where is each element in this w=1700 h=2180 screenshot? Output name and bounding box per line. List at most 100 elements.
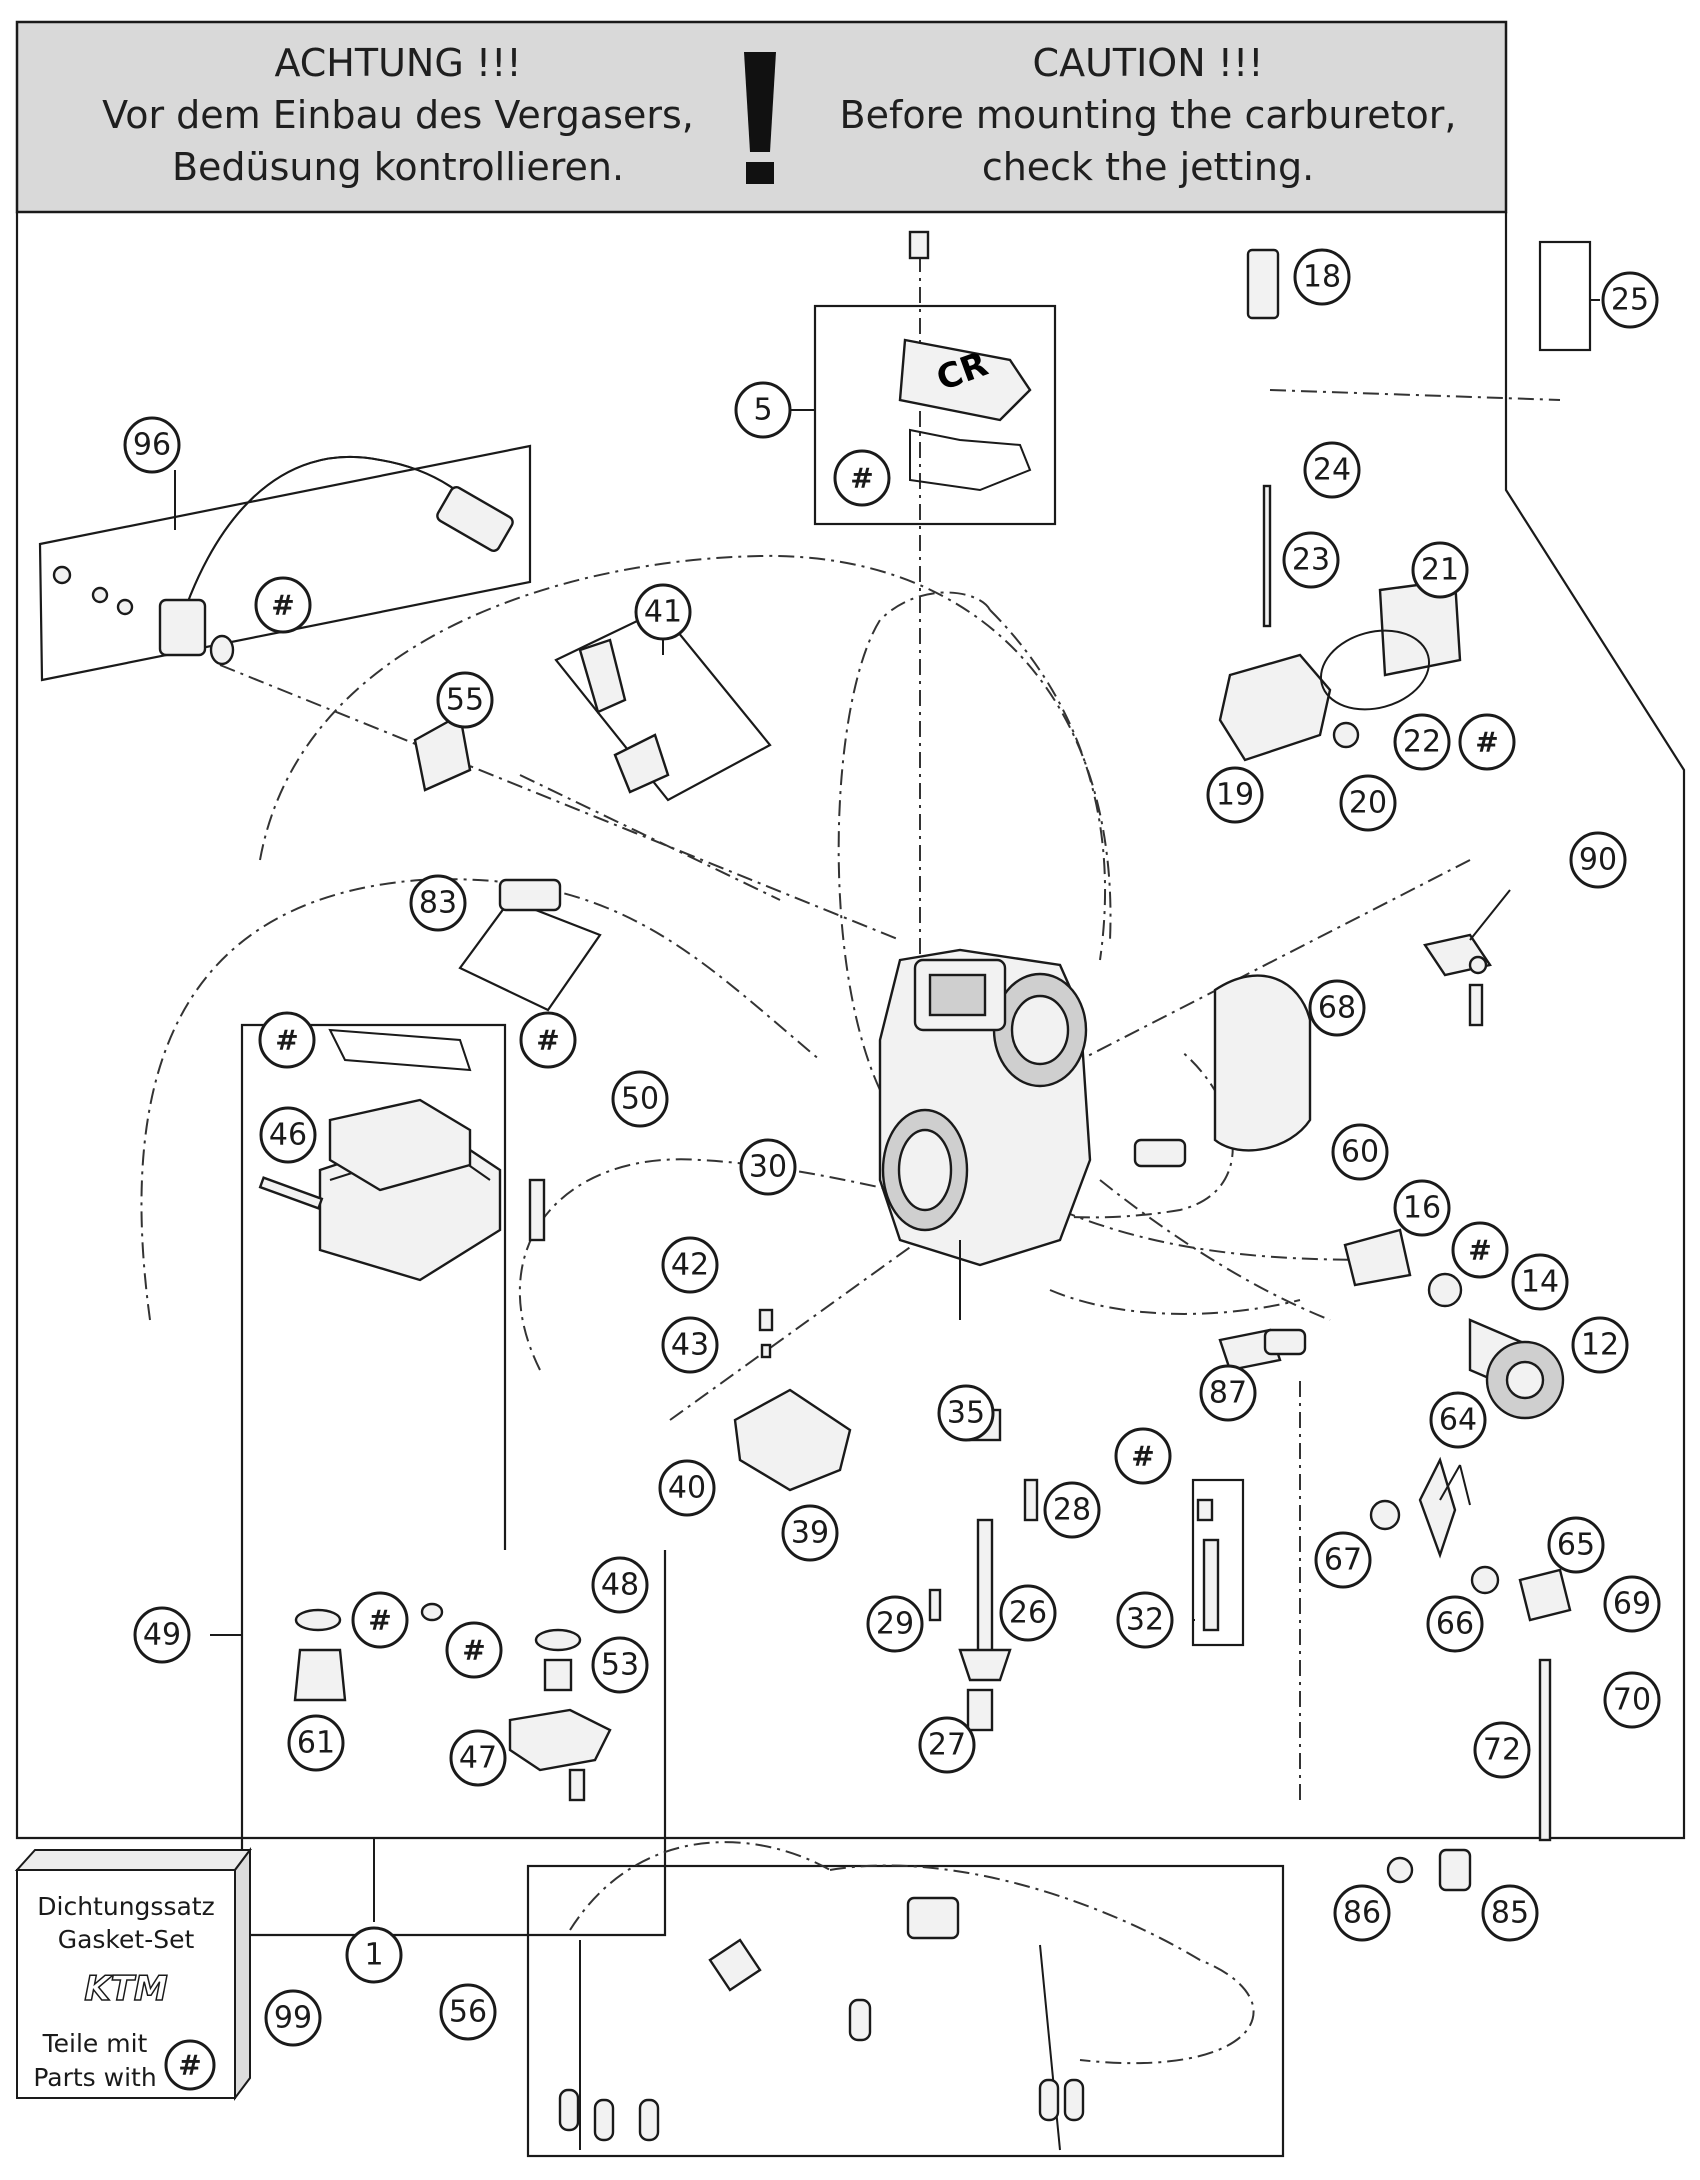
callout-64: 64 [1429,1391,1487,1449]
svg-text:49: 49 [143,1618,181,1653]
svg-text:53: 53 [601,1648,639,1683]
svg-text:40: 40 [668,1471,706,1506]
svg-text:90: 90 [1579,843,1617,878]
group-box-5 [813,304,1057,526]
callout-66: 66 [1426,1595,1484,1653]
svg-text:85: 85 [1491,1896,1529,1931]
svg-text:24: 24 [1313,453,1351,488]
svg-text:#: # [536,1024,559,1057]
svg-text:21: 21 [1421,553,1459,588]
svg-text:#: # [368,1604,391,1637]
svg-text:30: 30 [749,1150,787,1185]
hose-kit-56 [558,1896,1085,2151]
svg-text:23: 23 [1292,543,1330,578]
callout-22: 22 [1393,713,1451,771]
svg-text:22: 22 [1403,725,1441,760]
svg-text:96: 96 [133,428,171,463]
svg-text:32: 32 [1126,1603,1164,1638]
svg-text:29: 29 [876,1607,914,1642]
svg-text:19: 19 [1216,778,1254,813]
callout-5: 5 [734,381,792,439]
svg-text:99: 99 [274,2001,312,2036]
svg-text:72: 72 [1483,1733,1521,1768]
callout-28: 28 [1043,1481,1101,1539]
svg-text:69: 69 [1613,1587,1651,1622]
svg-text:39: 39 [791,1516,829,1551]
caution-german-line1: Vor dem Einbau des Vergasers, [102,93,694,137]
jet-parts [733,1308,1472,1892]
svg-text:18: 18 [1303,260,1341,295]
svg-text:66: 66 [1436,1607,1474,1642]
svg-text:35: 35 [947,1396,985,1431]
callout-72: 72 [1473,1721,1531,1779]
svg-text:47: 47 [459,1741,497,1776]
svg-text:55: 55 [446,683,484,718]
svg-text:64: 64 [1439,1403,1477,1438]
gasket-badge-96: # [254,576,312,634]
callout-65: 65 [1547,1516,1605,1574]
callout-1: 1 [345,1926,403,1984]
svg-text:26: 26 [1009,1596,1047,1631]
assembly-outline [15,212,1686,1840]
gasket-badge-5: # [833,449,891,507]
svg-text:27: 27 [928,1728,966,1763]
svg-text:48: 48 [601,1568,639,1603]
gasket-badge-22: # [1458,713,1516,771]
svg-text:83: 83 [419,886,457,921]
callout-49: 49 [133,1606,191,1664]
callout-19: 19 [1206,766,1264,824]
gasket-badge-61: # [351,1591,409,1649]
gasket-badge-83: # [519,1011,577,1069]
callout-25: 25 [1601,271,1659,329]
callout-96: 96 [123,416,181,474]
kit-label-en: Gasket-Set [58,1925,195,1954]
svg-text:70: 70 [1613,1683,1651,1718]
callout-12: 12 [1571,1316,1629,1374]
callout-32: 32 [1116,1591,1174,1649]
leader-lines [174,299,1600,1636]
caution-german-title: ACHTUNG !!! [274,41,521,85]
callout-39: 39 [781,1504,839,1562]
callout-90: 90 [1569,831,1627,889]
callout-70: 70 [1603,1671,1661,1729]
carburetor-body [878,948,1092,1320]
top-cover-lid: CR [898,230,1032,492]
svg-text:42: 42 [671,1248,709,1283]
callout-41: 41 [634,583,692,641]
svg-text:65: 65 [1557,1528,1595,1563]
svg-text:#: # [271,589,294,622]
callout-87: 87 [1199,1364,1257,1422]
svg-text:#: # [275,1024,298,1057]
callout-48: 48 [591,1556,649,1614]
svg-text:5: 5 [753,393,772,428]
gasket-badge-14: # [1451,1221,1509,1279]
callout-20: 20 [1339,774,1397,832]
callout-14: 14 [1511,1253,1569,1311]
svg-text:87: 87 [1209,1376,1247,1411]
throttle-linkage [1213,933,1572,1842]
callout-83: 83 [409,874,467,932]
float-bowl [258,1028,612,1802]
svg-text:#: # [1131,1440,1154,1473]
svg-text:68: 68 [1318,991,1356,1026]
callout-86: 86 [1333,1884,1391,1942]
callout-40: 40 [658,1459,716,1517]
svg-text:12: 12 [1581,1328,1619,1363]
callout-30: 30 [739,1138,797,1196]
svg-text:#: # [1475,726,1498,759]
group-box-25 [1538,240,1592,352]
callout-26: 26 [999,1584,1057,1642]
callout-53: 53 [591,1636,649,1694]
callout-67: 67 [1314,1531,1372,1589]
callout-61: 61 [287,1714,345,1772]
callout-99: 99 [264,1989,322,2047]
svg-text:1: 1 [364,1938,383,1973]
callout-56: 56 [439,1983,497,2041]
svg-text:43: 43 [671,1328,709,1363]
caution-english-title: CAUTION !!! [1033,41,1264,85]
caution-english-line2: check the jetting. [982,145,1314,189]
group-box-83 [458,898,602,1012]
callout-42: 42 [661,1236,719,1294]
svg-text:61: 61 [297,1726,335,1761]
